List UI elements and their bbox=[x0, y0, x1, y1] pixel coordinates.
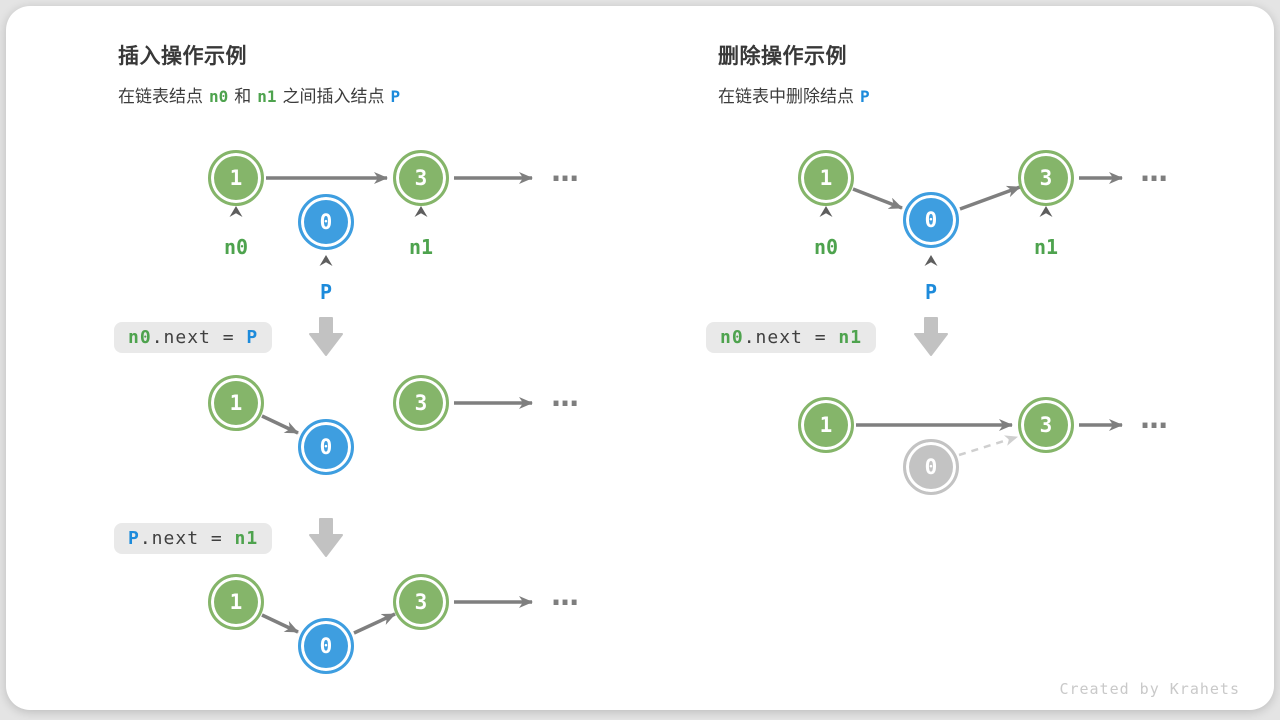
pointer-up-icon bbox=[819, 206, 833, 217]
code-token-mid: .next = bbox=[139, 528, 235, 549]
delete-initial-node-3: 3 bbox=[1018, 150, 1074, 206]
pointer-up-icon bbox=[1039, 206, 1053, 217]
list-continues-ellipsis: ... bbox=[1136, 154, 1172, 189]
code-token-lhs: n0 bbox=[128, 327, 152, 348]
code-token-mid: .next = bbox=[743, 327, 839, 348]
delete-step1-removed-node-p: 0 bbox=[903, 439, 959, 495]
insert-step2-node-1: 1 bbox=[208, 574, 264, 630]
insert-step1-node-1: 1 bbox=[208, 375, 264, 431]
subtitle-text: 在链表结点 bbox=[118, 87, 203, 106]
code-token-rhs: P bbox=[246, 327, 259, 348]
arrow-delete-step1-removed-0-to-3-dashed bbox=[958, 435, 1018, 457]
insert-step2-node-3: 3 bbox=[393, 574, 449, 630]
delete-panel-subtitle: 在链表中删除结点 P bbox=[718, 82, 876, 107]
subtitle-token-p: P bbox=[860, 87, 870, 106]
insert-step1-code: n0.next = P bbox=[114, 322, 273, 353]
delete-step1-code: n0.next = n1 bbox=[706, 322, 877, 353]
pointer-up-icon bbox=[924, 255, 938, 266]
list-continues-ellipsis: ... bbox=[547, 379, 583, 414]
code-token-rhs: n1 bbox=[838, 327, 863, 348]
list-continues-ellipsis: ... bbox=[547, 154, 583, 189]
delete-step1-node-1: 1 bbox=[798, 397, 854, 453]
pointer-label-p: P bbox=[924, 280, 938, 304]
pointer-up-icon bbox=[319, 255, 333, 266]
insert-initial-node-3: 3 bbox=[393, 150, 449, 206]
delete-initial-node-1: 1 bbox=[798, 150, 854, 206]
subtitle-text: 和 bbox=[234, 87, 252, 106]
code-token-rhs: n1 bbox=[234, 528, 259, 549]
list-continues-ellipsis: ... bbox=[1136, 401, 1172, 436]
subtitle-token-n0: n0 bbox=[209, 87, 229, 106]
subtitle-text: 在链表中删除结点 bbox=[718, 87, 854, 106]
subtitle-token-n1: n1 bbox=[257, 87, 277, 106]
step-down-arrow-icon bbox=[309, 317, 343, 356]
delete-panel-title: 删除操作示例 bbox=[718, 45, 847, 68]
step-down-arrow-icon bbox=[309, 518, 343, 557]
pointer-label-n1: n1 bbox=[408, 235, 434, 259]
pointer-up-icon bbox=[414, 206, 428, 217]
insert-step2-node-p: 0 bbox=[298, 618, 354, 674]
insert-panel-title: 插入操作示例 bbox=[118, 45, 247, 68]
subtitle-token-p: P bbox=[390, 87, 401, 106]
code-token-lhs: n0 bbox=[720, 327, 744, 348]
list-continues-ellipsis: ... bbox=[547, 578, 583, 613]
code-token-lhs: P bbox=[128, 528, 140, 549]
arrow-insert-step2-0-to-3 bbox=[353, 612, 396, 635]
insert-step2-code: P.next = n1 bbox=[114, 523, 273, 554]
arrow-insert-step2-1-to-0 bbox=[261, 613, 299, 634]
footer-credit: Created by Krahets bbox=[1059, 680, 1240, 698]
pointer-label-n1: n1 bbox=[1033, 235, 1059, 259]
delete-initial-node-p: 0 bbox=[903, 192, 959, 248]
arrow-delete-initial-1-to-0 bbox=[852, 187, 903, 210]
pointer-label-n0: n0 bbox=[813, 235, 839, 259]
step-down-arrow-icon bbox=[914, 317, 948, 356]
pointer-label-p: P bbox=[319, 280, 333, 304]
delete-step1-node-3: 3 bbox=[1018, 397, 1074, 453]
arrow-insert-step1-1-to-0 bbox=[261, 414, 299, 435]
pointer-up-icon bbox=[229, 206, 243, 217]
insert-step1-node-p: 0 bbox=[298, 419, 354, 475]
subtitle-text: 之间插入结点 bbox=[282, 87, 385, 106]
insert-initial-node-1: 1 bbox=[208, 150, 264, 206]
code-token-mid: .next = bbox=[151, 327, 247, 348]
insert-initial-node-p: 0 bbox=[298, 194, 354, 250]
pointer-label-n0: n0 bbox=[223, 235, 249, 259]
arrow-delete-initial-0-to-3 bbox=[959, 185, 1021, 211]
insert-panel-subtitle: 在链表结点 n0 和 n1 之间插入结点 P bbox=[118, 82, 406, 107]
insert-step1-node-3: 3 bbox=[393, 375, 449, 431]
